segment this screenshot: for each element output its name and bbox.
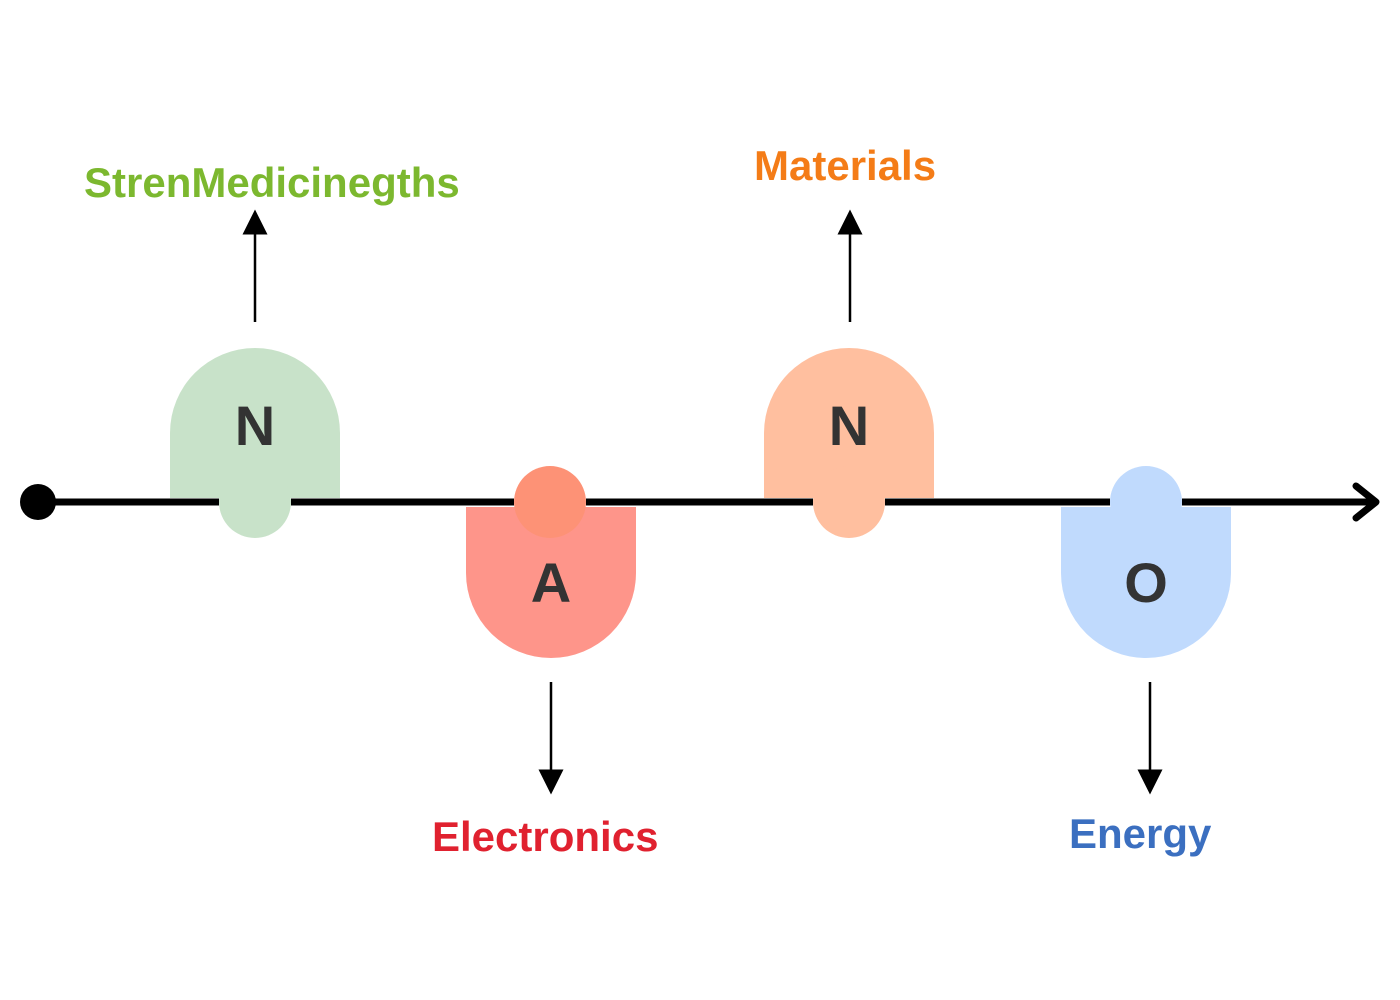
label-materials: Materials	[754, 142, 937, 189]
timeline-start-dot	[20, 484, 56, 520]
node-letter-a: A	[530, 551, 572, 614]
node-a-electronics-body	[466, 507, 636, 658]
node-a-electronics-tab	[514, 466, 586, 538]
label-electronics: Electronics	[432, 813, 659, 860]
node-o-energy	[1061, 466, 1231, 658]
node-letter-n: N	[234, 394, 276, 457]
node-n-medicine	[170, 348, 340, 538]
label-energy: Energy	[1069, 810, 1212, 857]
node-n-materials-body	[764, 348, 934, 498]
node-letter-o: O	[1124, 551, 1168, 614]
node-n-medicine-tab	[219, 466, 291, 538]
node-n-medicine-body	[170, 348, 340, 498]
label-medicine: StrenMedicinegths	[84, 159, 460, 206]
timeline-arrowhead	[1352, 482, 1380, 522]
node-o-energy-tab	[1110, 466, 1182, 538]
node-letter-n: N	[828, 394, 870, 457]
node-n-materials	[764, 348, 934, 538]
node-a-electronics	[466, 466, 636, 658]
node-o-energy-body	[1061, 507, 1231, 658]
node-n-materials-tab	[813, 466, 885, 538]
